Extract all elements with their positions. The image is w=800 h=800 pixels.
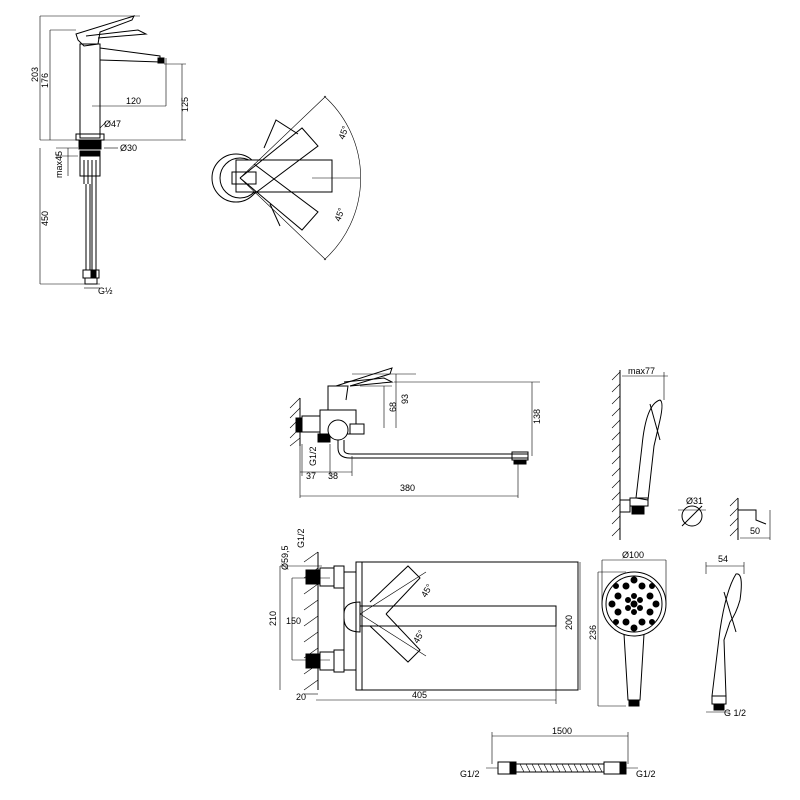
dim-hose-conn-left: G1/2 bbox=[460, 769, 480, 779]
bath-mixer-top-view: Ø59,5 G1/2 210 150 200 405 20 45° 45° bbox=[268, 528, 581, 704]
basin-mixer-side-view: 203 176 120 125 Ø47 Ø30 max45 450 G½ bbox=[30, 15, 190, 296]
dim-hose-length: 1500 bbox=[552, 726, 572, 736]
dim-total-height: 203 bbox=[30, 67, 40, 82]
dim-bracket-diameter: Ø31 bbox=[686, 496, 703, 506]
dim-body-diameter: Ø47 bbox=[104, 119, 121, 129]
dim-spout-clearance: 125 bbox=[180, 97, 190, 112]
hand-shower-front-view: Ø100 236 bbox=[588, 550, 667, 707]
dim-top-wall: 20 bbox=[296, 692, 306, 702]
dim-top-connection: G1/2 bbox=[296, 528, 306, 548]
dim-shower-depth: 54 bbox=[718, 554, 728, 564]
dim-top-diameter: Ø59,5 bbox=[280, 545, 290, 570]
dim-bracket-height: 50 bbox=[750, 526, 760, 536]
dim-hose-length: 450 bbox=[40, 211, 50, 226]
dim-top-centers: 150 bbox=[286, 616, 301, 626]
dim-top-depth: 200 bbox=[564, 615, 574, 630]
dim-deck-thickness: max45 bbox=[54, 151, 64, 178]
dim-shower-connection: G 1/2 bbox=[724, 708, 746, 718]
angle-up-label: 45° bbox=[336, 124, 350, 141]
dim-bath-spout-380: 380 bbox=[400, 483, 415, 493]
spray-nozzles bbox=[608, 576, 660, 632]
dim-reach: 120 bbox=[126, 96, 141, 106]
dim-bath-offset-38: 38 bbox=[328, 471, 338, 481]
dim-bath-height-93: 93 bbox=[400, 394, 410, 404]
angle-down-label: 45° bbox=[332, 206, 346, 223]
dim-bath-connection: G1/2 bbox=[308, 446, 318, 466]
basin-mixer-top-view: 45° 45° bbox=[211, 95, 361, 261]
dim-connection: G½ bbox=[98, 286, 113, 296]
bath-mixer-side-view: 93 68 138 G1/2 37 38 380 bbox=[289, 367, 542, 498]
dim-bath-height-68: 68 bbox=[388, 402, 398, 412]
dim-top-outer: 210 bbox=[268, 611, 278, 626]
bracket-detail: Ø31 50 bbox=[678, 496, 771, 540]
dim-top-spout: 405 bbox=[412, 690, 427, 700]
dim-shower-head-diameter: Ø100 bbox=[622, 550, 644, 560]
dim-shower-length: 236 bbox=[588, 625, 598, 640]
hand-shower-side-view: 54 G 1/2 bbox=[705, 554, 746, 718]
dim-bath-height-138: 138 bbox=[532, 409, 542, 424]
hand-shower-holder-view: max77 bbox=[611, 366, 668, 540]
dim-hole-diameter: Ø30 bbox=[120, 143, 137, 153]
shower-hose-view: 1500 G1/2 G1/2 bbox=[460, 726, 656, 779]
dim-spout-height: 176 bbox=[40, 73, 50, 88]
dim-hose-conn-right: G1/2 bbox=[636, 769, 656, 779]
dim-bath-offset-37: 37 bbox=[306, 471, 316, 481]
dim-holder-max: max77 bbox=[628, 366, 655, 376]
